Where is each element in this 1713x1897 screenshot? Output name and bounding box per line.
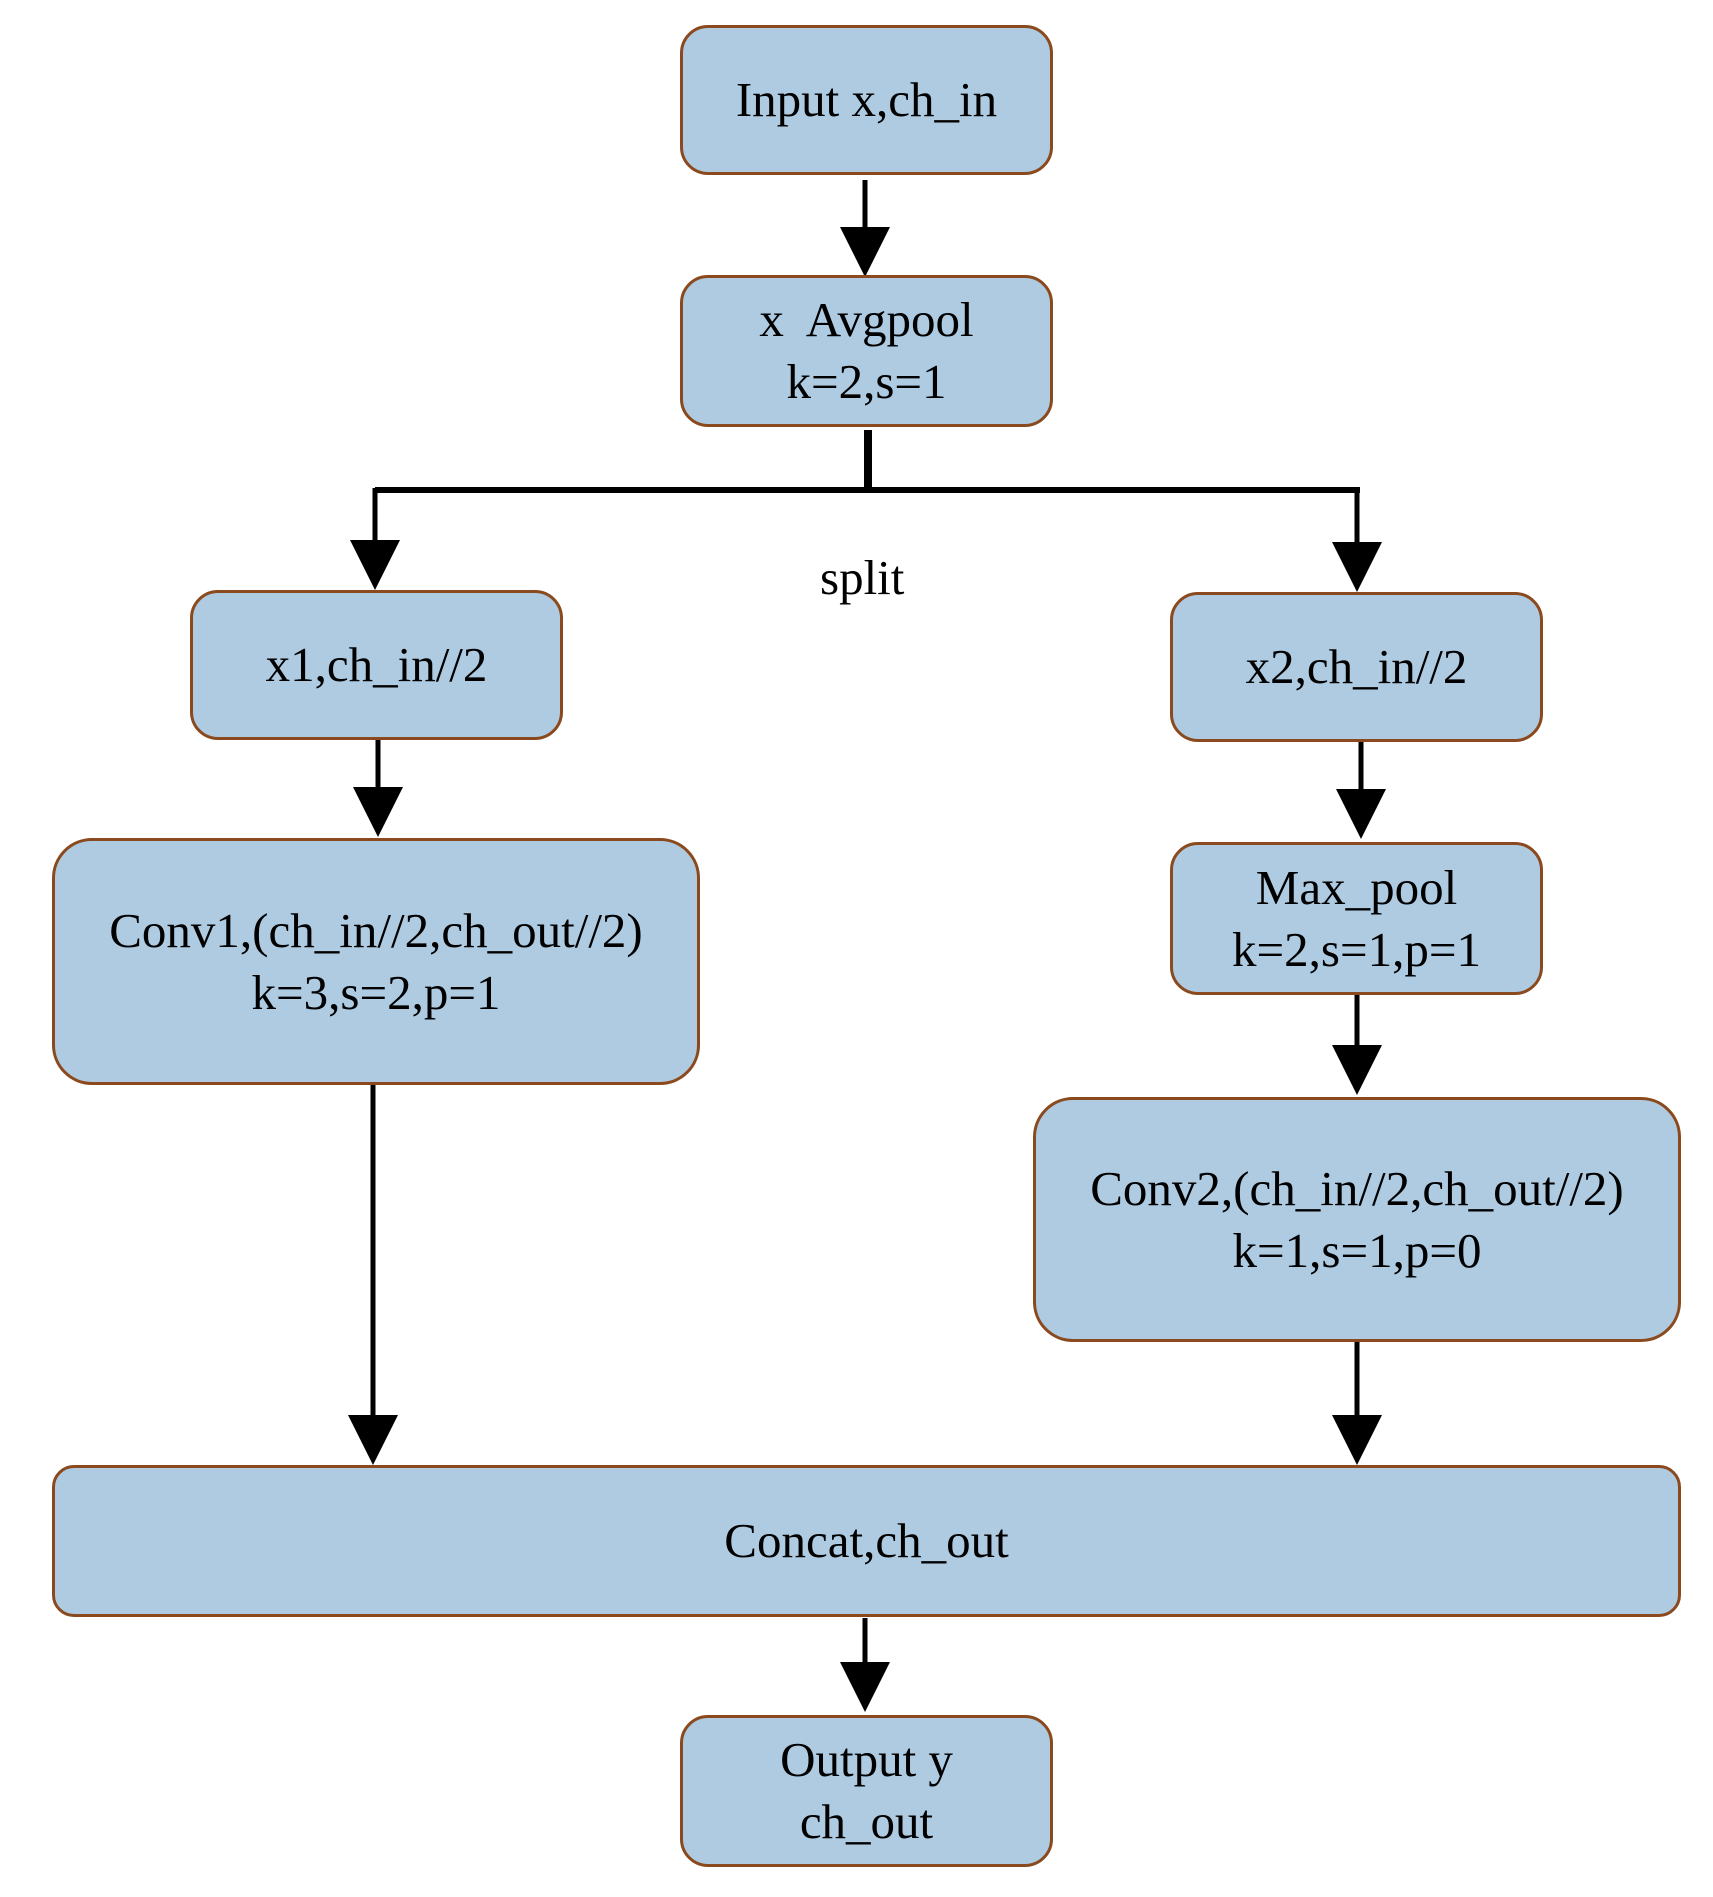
conv1-node: Conv1,(ch_in//2,ch_out//2) k=3,s=2,p=1: [52, 838, 700, 1085]
conv2-node-label: Conv2,(ch_in//2,ch_out//2): [1090, 1160, 1624, 1216]
conv1-node-label: Conv1,(ch_in//2,ch_out//2): [109, 902, 643, 958]
concat-node-label: Concat,ch_out: [724, 1513, 1009, 1568]
concat-node: Concat,ch_out: [52, 1465, 1681, 1617]
input-node: Input x,ch_in: [680, 25, 1053, 175]
input-node-label: Input x,ch_in: [735, 72, 998, 127]
conv2-node-params: k=1,s=1,p=0: [1232, 1222, 1482, 1278]
conv2-node: Conv2,(ch_in//2,ch_out//2) k=1,s=1,p=0: [1033, 1097, 1681, 1342]
maxpool-node: Max_pool k=2,s=1,p=1: [1170, 842, 1543, 995]
x2-node: x2,ch_in//2: [1170, 592, 1543, 742]
output-node-channels: ch_out: [799, 1794, 934, 1849]
output-node: Output y ch_out: [680, 1715, 1053, 1867]
x1-node-label: x1,ch_in//2: [265, 637, 488, 692]
avgpool-node-params: k=2,s=1: [786, 354, 947, 409]
avgpool-node-label: x Avgpool: [759, 292, 974, 347]
maxpool-node-params: k=2,s=1,p=1: [1232, 921, 1481, 977]
conv1-node-params: k=3,s=2,p=1: [251, 964, 501, 1020]
maxpool-node-label: Max_pool: [1255, 859, 1458, 915]
output-node-label: Output y: [780, 1732, 953, 1787]
x1-node: x1,ch_in//2: [190, 590, 563, 740]
x2-node-label: x2,ch_in//2: [1245, 639, 1468, 694]
avgpool-node: x Avgpool k=2,s=1: [680, 275, 1053, 427]
split-label: split: [820, 550, 905, 605]
